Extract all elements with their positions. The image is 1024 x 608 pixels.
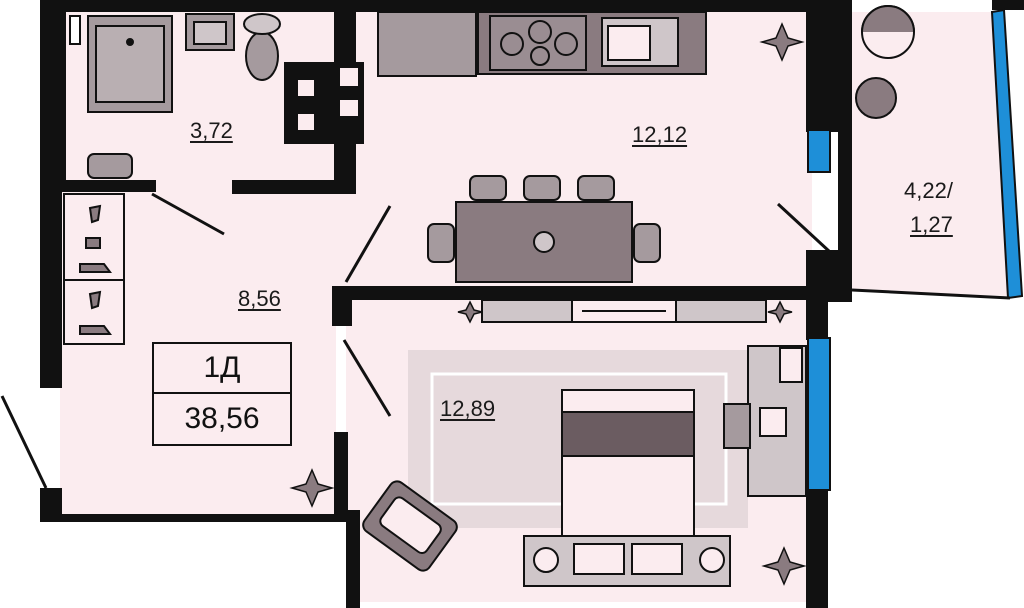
apartment-info-box: 1Д 38,56 [152,342,292,446]
plant-icon [761,546,807,586]
balcony-furniture [855,5,915,119]
balcony-glazing [990,8,1024,300]
chair [577,175,615,201]
balcony-floor [852,12,1008,296]
plant-icon [759,22,805,62]
kitchen-area-label: 12,12 [632,122,688,147]
hall-area-label: 8,56 [238,286,281,311]
apartment-type: 1Д [154,344,290,394]
bathroom-fixtures [69,13,281,179]
chair [633,223,661,263]
walls [40,0,1024,608]
washing-machine [87,153,133,179]
balcony-table [855,77,897,119]
plants [289,22,807,586]
chair [469,175,507,201]
plant-icon [289,468,335,508]
kitchen-fixtures [377,11,707,283]
balcony-area-sub-label: 1,27 [910,212,953,237]
bedroom-furniture [362,299,807,587]
windows [807,8,1024,491]
doors [0,192,832,489]
fridge [377,11,477,77]
hall-wardrobe [63,193,125,345]
chair [523,175,561,201]
ventilation-shaft [284,62,364,144]
balcony-area-label: 4,22/ [904,178,953,203]
toilet [245,31,279,81]
bedroom-window [807,337,831,491]
bathroom-area-label: 3,72 [190,118,233,143]
plant-icon [767,300,793,324]
kitchen-window [807,129,831,173]
stove [489,15,587,71]
apartment-total-area: 38,56 [184,402,260,435]
plant-icon [457,300,483,324]
balcony-edge [851,288,1011,300]
chair [427,223,455,263]
bedroom-area-label: 12,89 [440,396,496,421]
